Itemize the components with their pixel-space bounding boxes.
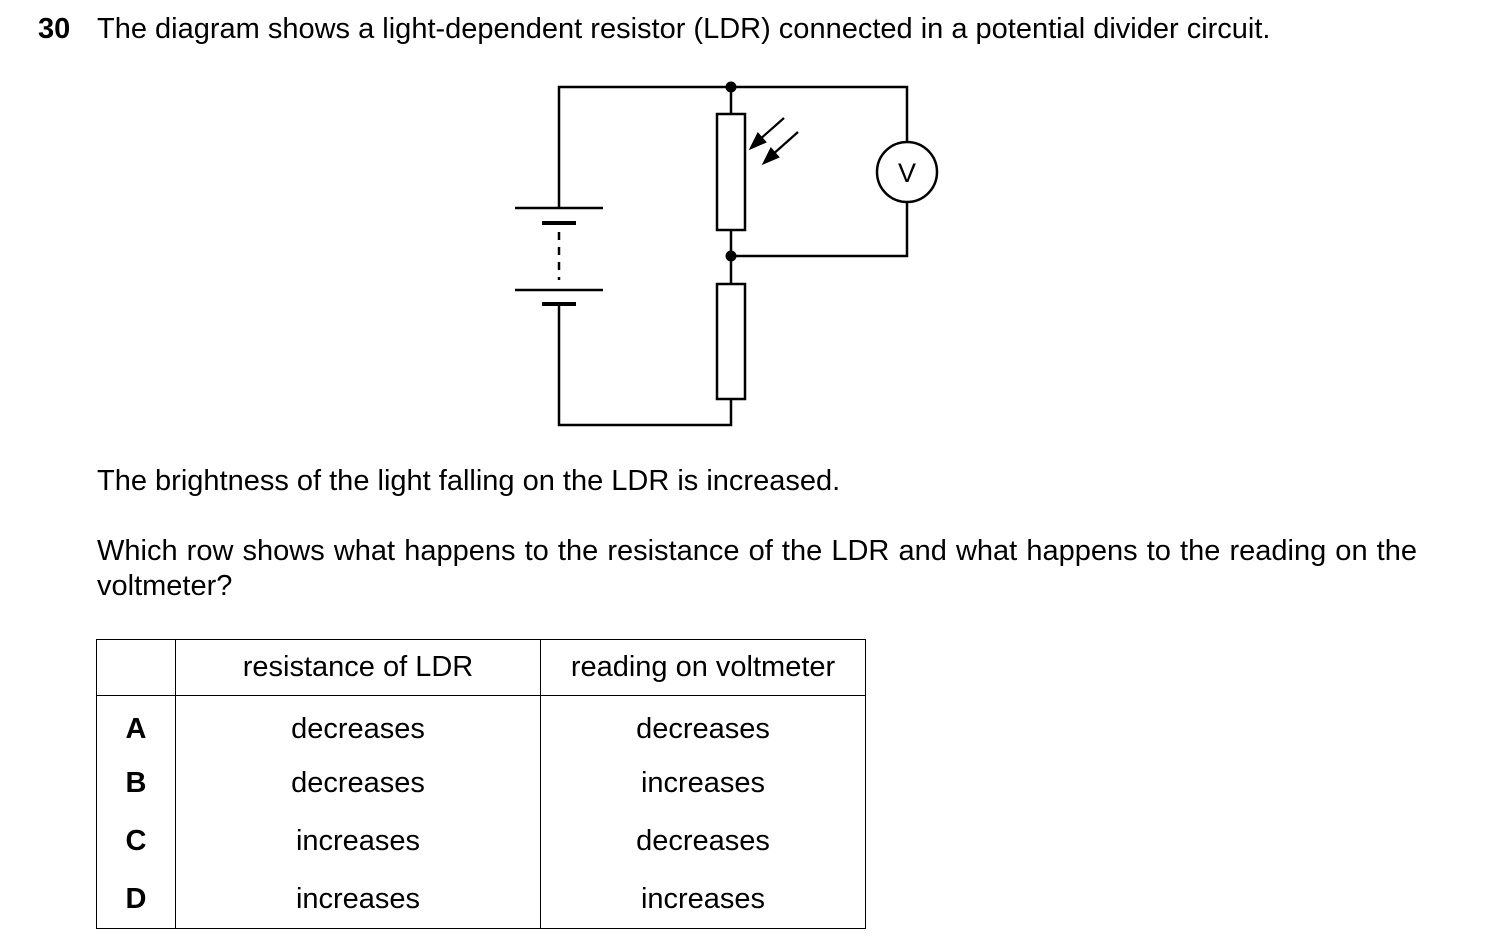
table-row: D increases increases	[97, 870, 866, 929]
ldr-resistor	[715, 112, 747, 232]
voltmeter-icon	[875, 140, 939, 204]
wire-top-right	[731, 85, 909, 142]
row-resistance: increases	[175, 870, 541, 929]
wire-left-top	[557, 85, 731, 208]
junction-mid	[725, 250, 737, 262]
header-resistance: resistance of LDR	[175, 639, 541, 696]
fixed-resistor	[715, 282, 747, 401]
paragraph-question: Which row shows what happens to the resi…	[97, 535, 1417, 602]
table-header-row: resistance of LDR reading on voltmeter	[96, 639, 866, 696]
row-key: C	[125, 824, 147, 857]
row-resistance: increases	[175, 812, 541, 870]
table-row: A decreases decreases	[97, 695, 866, 754]
row-key: A	[125, 712, 147, 745]
table-row: B decreases increases	[97, 754, 866, 812]
row-key: B	[125, 766, 147, 799]
header-reading: reading on voltmeter	[540, 639, 866, 696]
table-row: C increases decreases	[97, 812, 866, 870]
light-arrows-icon	[748, 117, 799, 166]
answer-table: resistance of LDR reading on voltmeter A…	[96, 639, 866, 929]
header-key	[96, 639, 176, 696]
question-number: 30	[38, 13, 71, 45]
paragraph-brightness: The brightness of the light falling on t…	[97, 465, 841, 497]
wire-right-bottom	[731, 203, 909, 258]
row-key: D	[125, 882, 147, 915]
question-text: The diagram shows a light-dependent resi…	[97, 13, 1271, 45]
row-resistance: decreases	[175, 754, 541, 812]
row-reading: decreases	[540, 812, 866, 870]
row-reading: increases	[540, 870, 866, 929]
row-resistance: decreases	[175, 695, 541, 754]
row-reading: decreases	[540, 695, 866, 754]
wire-left-bottom	[557, 304, 733, 427]
battery-icon	[515, 206, 603, 306]
voltmeter-label: V	[898, 158, 916, 188]
junction-top	[725, 81, 737, 93]
row-reading: increases	[540, 754, 866, 812]
